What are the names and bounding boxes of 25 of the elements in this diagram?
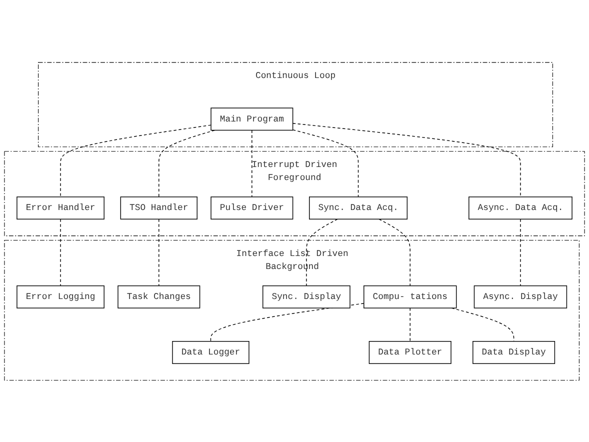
connector (306, 218, 338, 286)
connector (292, 122, 521, 197)
connector (210, 302, 364, 342)
connector (158, 130, 216, 197)
node-box: Data Logger (172, 340, 250, 364)
connector (378, 218, 410, 286)
node-box: Async. Display (474, 285, 568, 308)
connector (158, 218, 160, 286)
node-box: Main Program (210, 107, 294, 130)
connector (60, 218, 61, 286)
node-box: Compu- tations (364, 285, 457, 308)
connector (520, 218, 521, 286)
node-box: TSO Handler (120, 196, 198, 220)
node-box: Data Display (472, 340, 556, 364)
node-box: Data Plotter (368, 340, 452, 364)
node-box: Error Handler (16, 196, 104, 220)
connector (60, 124, 212, 197)
node-box: Error Logging (16, 285, 104, 308)
node-box: Sync. Data Acq. (309, 196, 408, 220)
node-box: Pulse Driver (210, 196, 294, 220)
node-box: Sync. Display (262, 285, 350, 308)
connector (451, 307, 514, 342)
connector (292, 129, 359, 197)
node-box: Async. Data Acq. (468, 196, 572, 220)
node-box: Task Changes (118, 285, 200, 308)
